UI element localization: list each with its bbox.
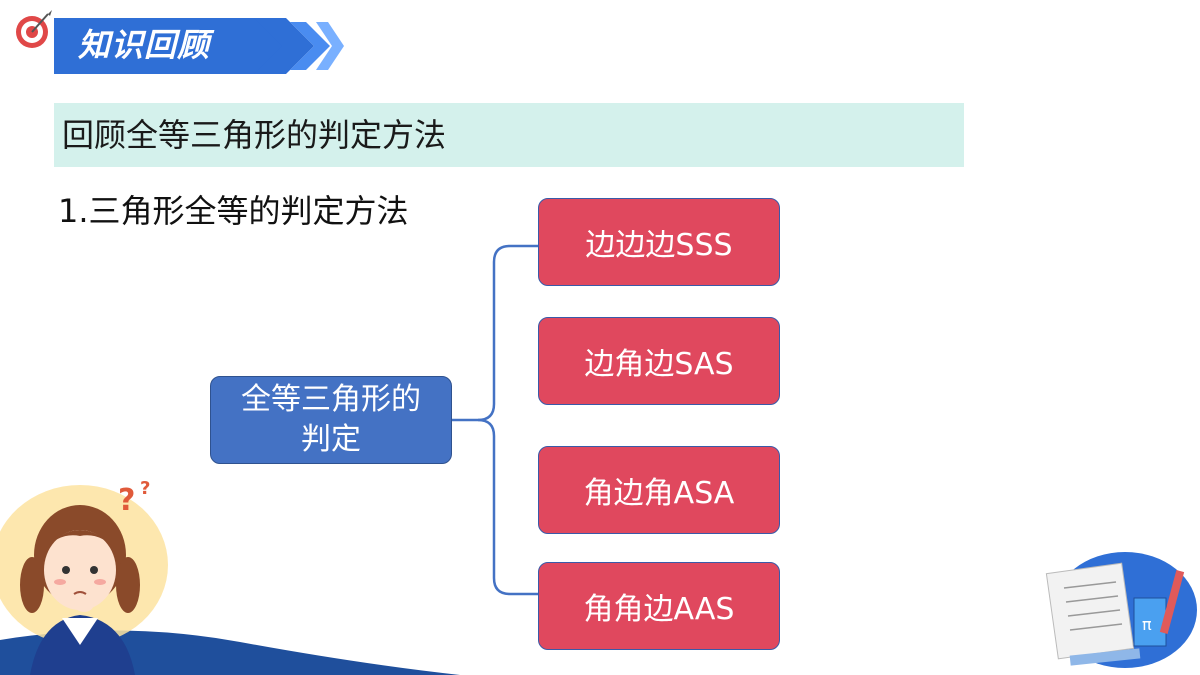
root-label-line1: 全等三角形的 [241, 382, 421, 417]
branch-label: 角角边AAS [583, 592, 735, 627]
section-heading: 1.三角形全等的判定方法 [58, 192, 409, 230]
branch-sss: 边边边SSS [538, 198, 780, 286]
header-banner [54, 18, 344, 74]
svg-text:?: ? [140, 478, 150, 499]
svg-text:?: ? [118, 483, 135, 518]
branch-asa: 角边角ASA [538, 446, 780, 534]
branch-aas: 角角边AAS [538, 562, 780, 650]
root-label-line2: 判定 [301, 422, 361, 457]
branch-sas: 边角边SAS [538, 317, 780, 405]
branch-label: 边角边SAS [584, 347, 734, 382]
subtitle-bar [54, 103, 964, 167]
subtitle-text: 回顾全等三角形的判定方法 [62, 116, 447, 154]
branch-label: 边边边SSS [585, 228, 733, 263]
math-notebook-illustration: π [1045, 552, 1197, 668]
target-dart-icon [16, 10, 52, 48]
svg-text:π: π [1142, 615, 1152, 634]
thinking-girl-illustration: ? ? [0, 478, 168, 675]
mindmap-root-node: 全等三角形的 判定 [210, 376, 452, 464]
branch-label: 角边角ASA [583, 476, 735, 511]
banner-title: 知识回顾 [78, 26, 211, 64]
